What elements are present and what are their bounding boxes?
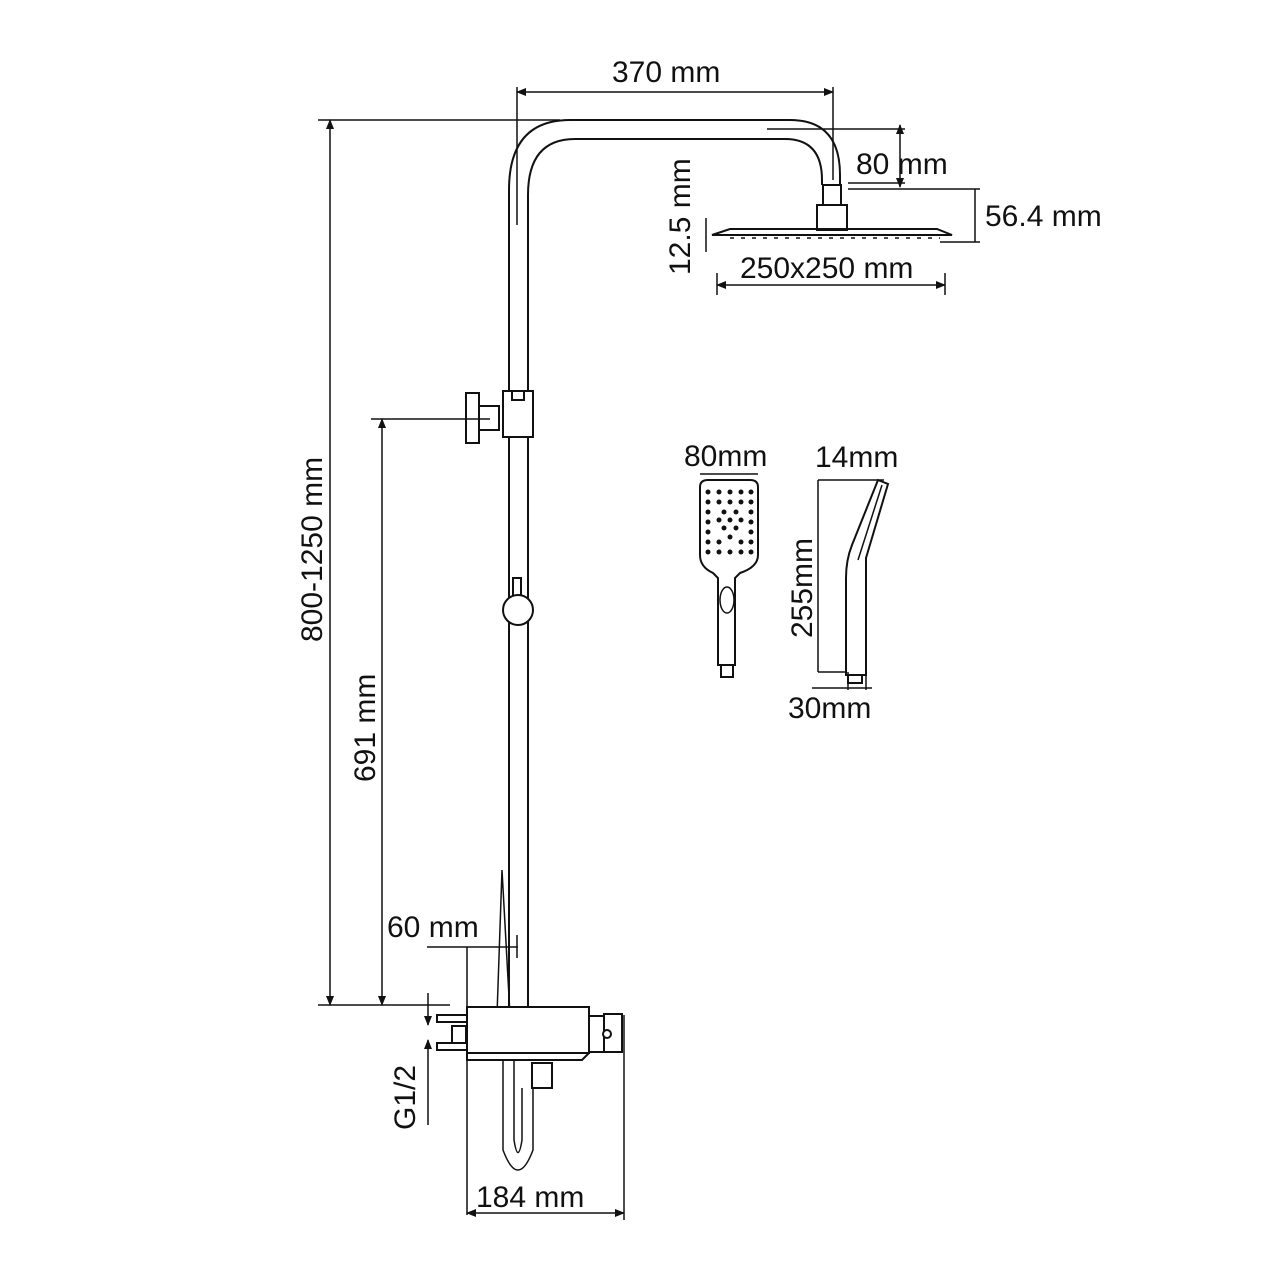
spray-dots-icon	[705, 489, 754, 555]
hand-shower-holder	[465, 390, 534, 444]
head-size-label: 250x250 mm	[740, 252, 913, 285]
dimension-lines	[318, 87, 980, 1220]
rain-shower-head	[711, 184, 953, 239]
hand-shower-width-label: 80mm	[684, 440, 767, 473]
mixer-width-label: 184 mm	[476, 1181, 584, 1214]
hand-shower-thickness-label: 14mm	[815, 441, 898, 474]
holder-height-label: 691 mm	[349, 674, 382, 782]
inlet-thread-label: G1/2	[389, 1065, 422, 1130]
head-thickness-label: 12.5 mm	[664, 158, 697, 275]
hand-shower-length-label: 255mm	[786, 538, 819, 638]
riser-pipe	[508, 119, 841, 1015]
hand-shower-side	[845, 478, 890, 684]
adjuster-knob	[502, 577, 534, 626]
wall-offset-label: 60 mm	[387, 911, 479, 944]
arm-drop-label: 80 mm	[856, 148, 948, 181]
arm-length-label: 370 mm	[612, 56, 720, 89]
thermostatic-mixer	[436, 1006, 623, 1171]
hand-shower-base-label: 30mm	[788, 692, 871, 725]
hose-line	[496, 869, 511, 1016]
total-height-label: 800-1250 mm	[296, 457, 329, 642]
head-height-label: 56.4 mm	[985, 200, 1102, 233]
hand-shower-front	[699, 479, 759, 678]
